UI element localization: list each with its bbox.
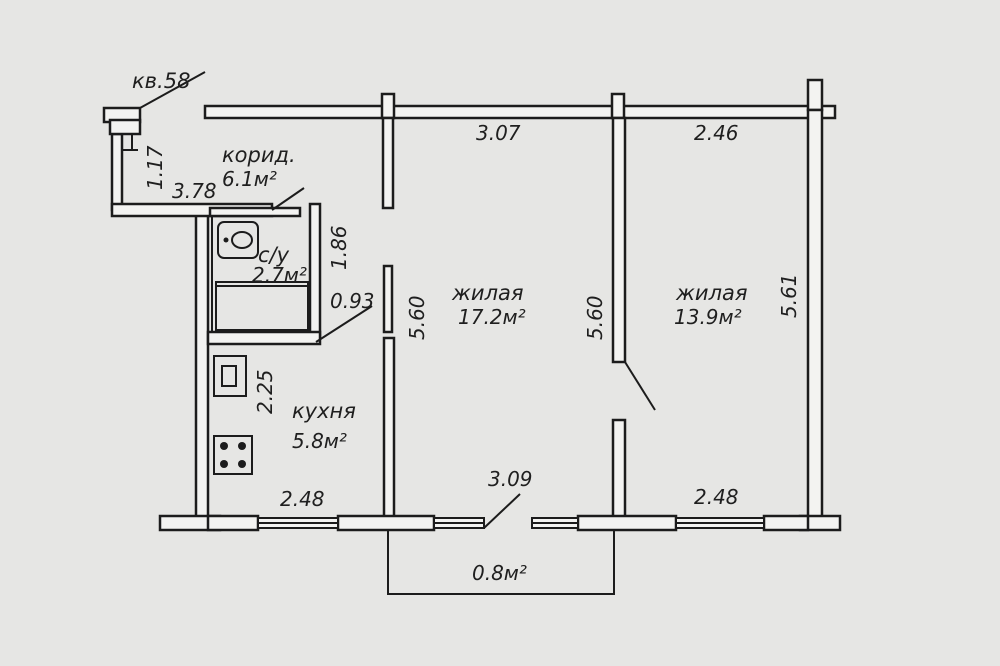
top-wall-pilaster-mid [610, 92, 626, 120]
room1-bottom-leader [483, 493, 521, 529]
bathroom-top-wall [208, 206, 302, 218]
top-wall-pilaster-left [380, 92, 396, 120]
corridor-leader [271, 187, 305, 211]
bottom-wall-1 [206, 514, 260, 532]
partition-room1-top-stub [381, 116, 395, 210]
left-wall [194, 206, 210, 520]
right-wall [806, 108, 824, 522]
bathroom-right-wall [308, 202, 322, 338]
bottom-wall-3 [576, 514, 678, 532]
bath-width-leader [315, 305, 373, 343]
fixtures [213, 221, 309, 475]
room2-name: жилая [675, 281, 748, 305]
dim-room1-depth-left: 5.60 [405, 295, 429, 340]
bottom-wall-2 [336, 514, 436, 532]
top-wall [203, 104, 837, 120]
partition-rooms-upper [611, 116, 627, 364]
apartment-tag-leader [139, 71, 206, 109]
dim-room1-width-top: 3.07 [476, 121, 521, 145]
dim-kitchen-width: 2.48 [280, 487, 325, 511]
stove-icon [213, 435, 253, 475]
partition-rooms-lower [611, 418, 627, 520]
room1-area: 17.2м² [458, 305, 526, 329]
kitchen-area: 5.8м² [292, 429, 347, 453]
corridor-area: 6.1м² [222, 167, 277, 191]
partition-kitchen-room1 [382, 336, 396, 520]
entrance-door-leaf [108, 118, 142, 136]
bottom-wall-4 [762, 514, 810, 532]
corridor-left-wall [110, 132, 124, 212]
corridor-name: корид. [222, 143, 296, 167]
dim-kitchen-depth: 2.25 [253, 369, 277, 414]
bathroom-area: 2.7м² [252, 263, 307, 287]
bathtub-icon [215, 281, 309, 331]
room2-area: 13.9м² [674, 305, 742, 329]
bathroom-bottom-wall [206, 330, 322, 346]
top-wall-pilaster-right [806, 78, 824, 112]
dim-bath-width: 0.93 [330, 289, 375, 313]
dim-corridor-length: 3.78 [172, 179, 217, 203]
leader-lines [139, 71, 521, 529]
partition-room1-mid-stub [382, 264, 394, 334]
dim-room2-width-bottom: 2.48 [694, 485, 739, 509]
dim-bath-length: 1.86 [327, 225, 351, 270]
dim-room2-width-top: 2.46 [694, 121, 739, 145]
room1-name: жилая [451, 281, 524, 305]
dim-corridor-depth: 1.17 [143, 145, 167, 190]
room2-door-swing [624, 361, 656, 411]
bathroom-name: с/у [258, 243, 290, 267]
sink-icon [217, 221, 259, 259]
dim-room2-depth: 5.61 [777, 273, 801, 318]
balcony-area: 0.8м² [472, 561, 527, 585]
balcony-outline [387, 530, 615, 595]
labels: кв.58 корид. 6.1м² с/у 2.7м² кухня 5.8м²… [132, 69, 801, 585]
kitchen-name: кухня [292, 399, 356, 423]
dim-room1-width-bottom: 3.09 [488, 467, 533, 491]
kitchen-sink-icon [213, 355, 247, 397]
apartment-tag: кв.58 [132, 69, 190, 93]
walls [102, 78, 842, 595]
dim-room1-depth-right: 5.60 [583, 295, 607, 340]
